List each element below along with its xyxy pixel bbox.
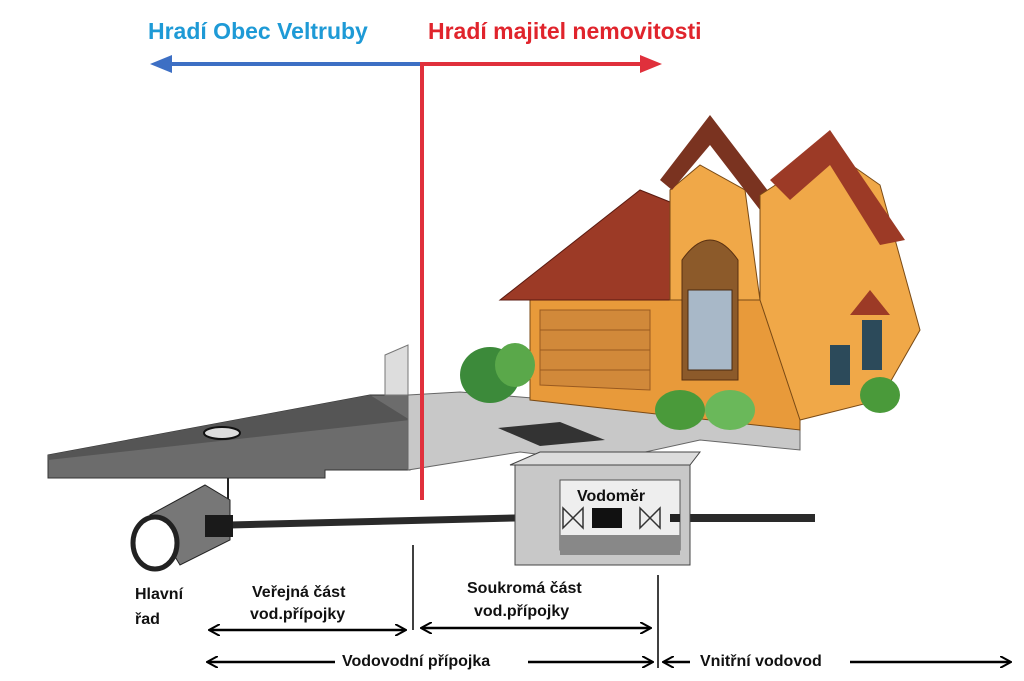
main-pipe-label-line2: řad	[135, 611, 160, 628]
private-responsibility-label: Hradí majitel nemovitosti	[428, 18, 702, 44]
public-part-label-line1: Veřejná část	[252, 584, 346, 601]
street-slab	[47, 344, 411, 479]
private-part-label-line1: Soukromá část	[467, 580, 582, 597]
house-illustration	[498, 115, 921, 431]
main-pipe-label-line1: Hlavní	[135, 586, 184, 603]
internal-plumbing-label: Vnitřní vodovod	[700, 653, 822, 670]
water-connection-label: Vodovodní přípojka	[342, 653, 491, 670]
water-meter-chamber	[509, 451, 702, 566]
responsibility-arrows	[150, 55, 662, 73]
water-meter-label: Vodoměr	[577, 488, 646, 505]
dimension-arrows	[208, 628, 1010, 662]
private-part-label-line2: vod.přípojky	[474, 603, 570, 620]
pipes	[130, 478, 815, 572]
shrubs	[460, 343, 900, 430]
public-part-label-line2: vod.přípojky	[250, 606, 346, 623]
public-responsibility-label: Hradí Obec Veltruby	[148, 18, 368, 44]
